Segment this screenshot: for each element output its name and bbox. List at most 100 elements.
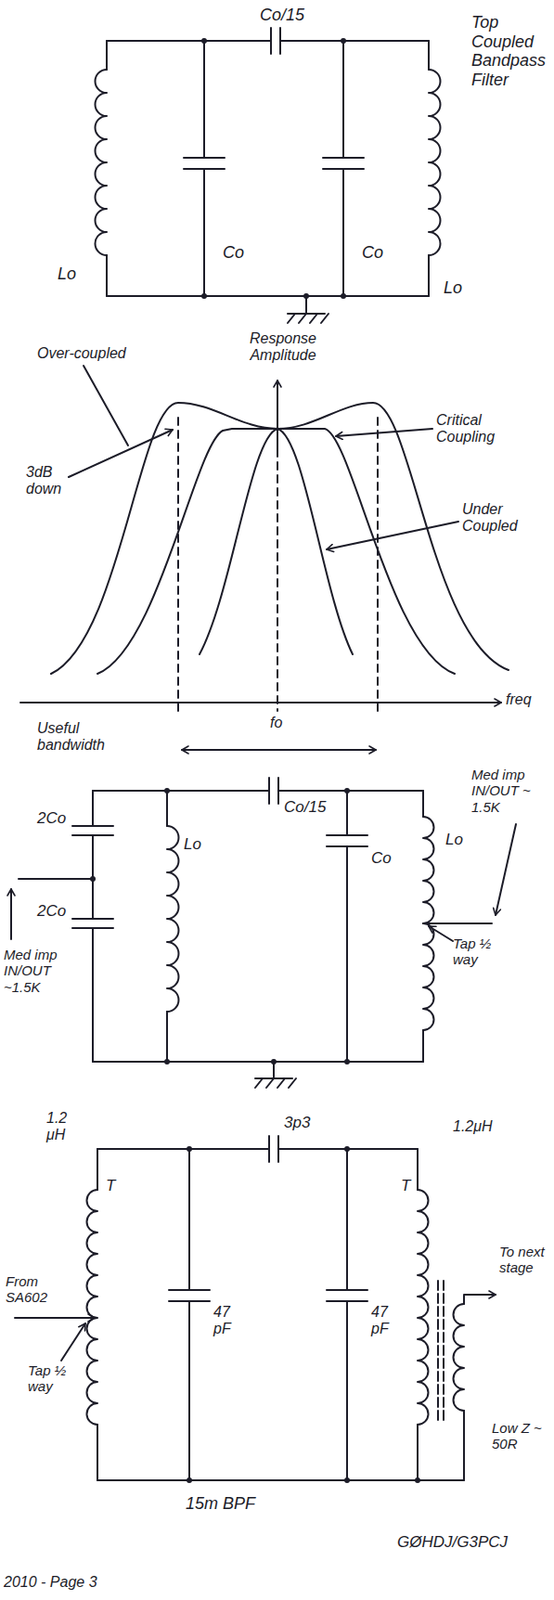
schematic-line	[201, 38, 207, 44]
schematic-line	[428, 926, 453, 941]
label-holder: Critical Coupling	[436, 412, 520, 447]
component-label: From SA602	[5, 1273, 58, 1306]
component-label: Lo	[445, 830, 464, 850]
schematic-line	[322, 40, 364, 297]
component-label: fo	[270, 714, 283, 732]
label-holder: From SA602	[5, 1273, 58, 1306]
component-label: Useful bandwidth	[37, 720, 121, 755]
schematic-line	[269, 777, 279, 804]
component-label: Lo	[183, 835, 202, 854]
component-label: Lo	[443, 278, 463, 298]
label-holder: 1.2 μH	[46, 1109, 84, 1145]
schematic-line	[10, 888, 13, 940]
filter-schematic-1	[106, 27, 429, 323]
label-holder: GØHDJ/G3PCJ	[397, 1533, 508, 1552]
component-label: 15m BPF	[185, 1494, 256, 1514]
component-label: Top Coupled Bandpass Filter	[471, 12, 550, 91]
schematic-line	[97, 1479, 464, 1482]
component-label: 47 pF	[371, 1303, 401, 1339]
component-label: Co/15	[259, 5, 305, 26]
schematic-line	[463, 1410, 465, 1481]
label-holder: T	[400, 1176, 411, 1196]
label-holder: fo	[270, 714, 283, 732]
schematic-line	[422, 790, 425, 1062]
schematic-line	[164, 1058, 170, 1065]
schematic-line	[463, 1294, 496, 1304]
label-holder: 47 pF	[213, 1303, 244, 1339]
schematic-line	[344, 1058, 350, 1065]
schematic-line	[335, 428, 433, 437]
inductor-coil	[167, 825, 180, 1012]
schematic-line	[96, 1148, 99, 1481]
label-holder: Tap ½ way	[452, 935, 511, 968]
response-graph	[20, 365, 509, 750]
inductor-coil	[95, 69, 108, 256]
schematic-line	[20, 701, 502, 704]
schematic-line	[199, 428, 353, 655]
schematic-line	[14, 1316, 95, 1319]
label-holder: Low Z ~ 50R	[491, 1419, 550, 1453]
component-label: Under Coupled	[462, 501, 537, 536]
component-label: Co	[371, 849, 392, 868]
component-label: Co	[222, 243, 245, 263]
schematic-line	[97, 1147, 418, 1150]
schematic-line	[72, 790, 114, 1062]
component-label: 3p3	[283, 1113, 310, 1133]
label-holder: 3dB down	[25, 463, 73, 499]
schematic-line	[92, 1060, 424, 1063]
schematic-line	[164, 787, 170, 794]
component-label: 3dB down	[25, 463, 73, 499]
schematic-line	[344, 787, 350, 794]
component-label: Med imp IN/OUT ~1.5K	[3, 946, 86, 995]
component-label: Co	[361, 243, 384, 263]
schematic-line	[344, 1146, 350, 1152]
label-holder: Co	[361, 243, 384, 263]
component-label: 2010 - Page 3	[3, 1573, 98, 1591]
component-label: 2Co	[37, 809, 66, 828]
schematic-line	[287, 296, 329, 323]
label-holder: Lo	[445, 830, 464, 850]
component-label: T	[105, 1176, 116, 1196]
label-holder: Med imp IN/OUT ~ 1.5K	[471, 766, 550, 815]
schematic-line	[414, 1477, 421, 1483]
component-label: Med imp IN/OUT ~ 1.5K	[471, 766, 550, 815]
schematic-line	[326, 521, 459, 550]
label-holder: Tap ½ way	[27, 1362, 86, 1395]
component-label: 1.2μH	[452, 1118, 509, 1135]
inductor-coil	[428, 69, 441, 256]
component-label: 2Co	[37, 901, 66, 921]
inductor-symbol	[87, 69, 465, 1425]
label-holder: freq	[505, 691, 532, 709]
schematic-line	[92, 789, 424, 792]
schematic-line	[166, 790, 168, 1062]
component-label: T	[400, 1176, 411, 1196]
schematic-line	[183, 40, 225, 297]
component-label: Tap ½ way	[27, 1362, 86, 1395]
label-holder: 3p3	[283, 1113, 310, 1133]
component-label: freq	[505, 691, 532, 709]
schematic-line	[201, 293, 207, 299]
filter-schematic-2	[11, 777, 516, 1088]
schematic-line	[423, 922, 492, 925]
schematic-line	[340, 38, 347, 44]
label-holder: 1.2μH	[452, 1118, 509, 1135]
label-holder: Under Coupled	[462, 501, 537, 536]
schematic-line	[68, 429, 173, 477]
schematic-line	[18, 877, 93, 880]
label-holder: 2010 - Page 3	[3, 1573, 98, 1591]
schematic-line	[178, 417, 378, 711]
schematic-line	[186, 1146, 193, 1152]
inductor-coil	[417, 1189, 429, 1425]
component-label: Response Amplitude	[236, 330, 330, 365]
schematic-line	[90, 876, 96, 882]
schematic-line	[186, 1477, 193, 1483]
schematic-line	[255, 1061, 297, 1088]
inductor-coil	[453, 1303, 465, 1411]
label-holder: 15m BPF	[185, 1494, 256, 1514]
label-holder: Co/15	[283, 798, 326, 817]
component-label: 47 pF	[213, 1303, 244, 1339]
label-holder: To next stage	[499, 1243, 550, 1276]
component-label: Tap ½ way	[452, 935, 511, 968]
component-label: Co/15	[283, 798, 326, 817]
